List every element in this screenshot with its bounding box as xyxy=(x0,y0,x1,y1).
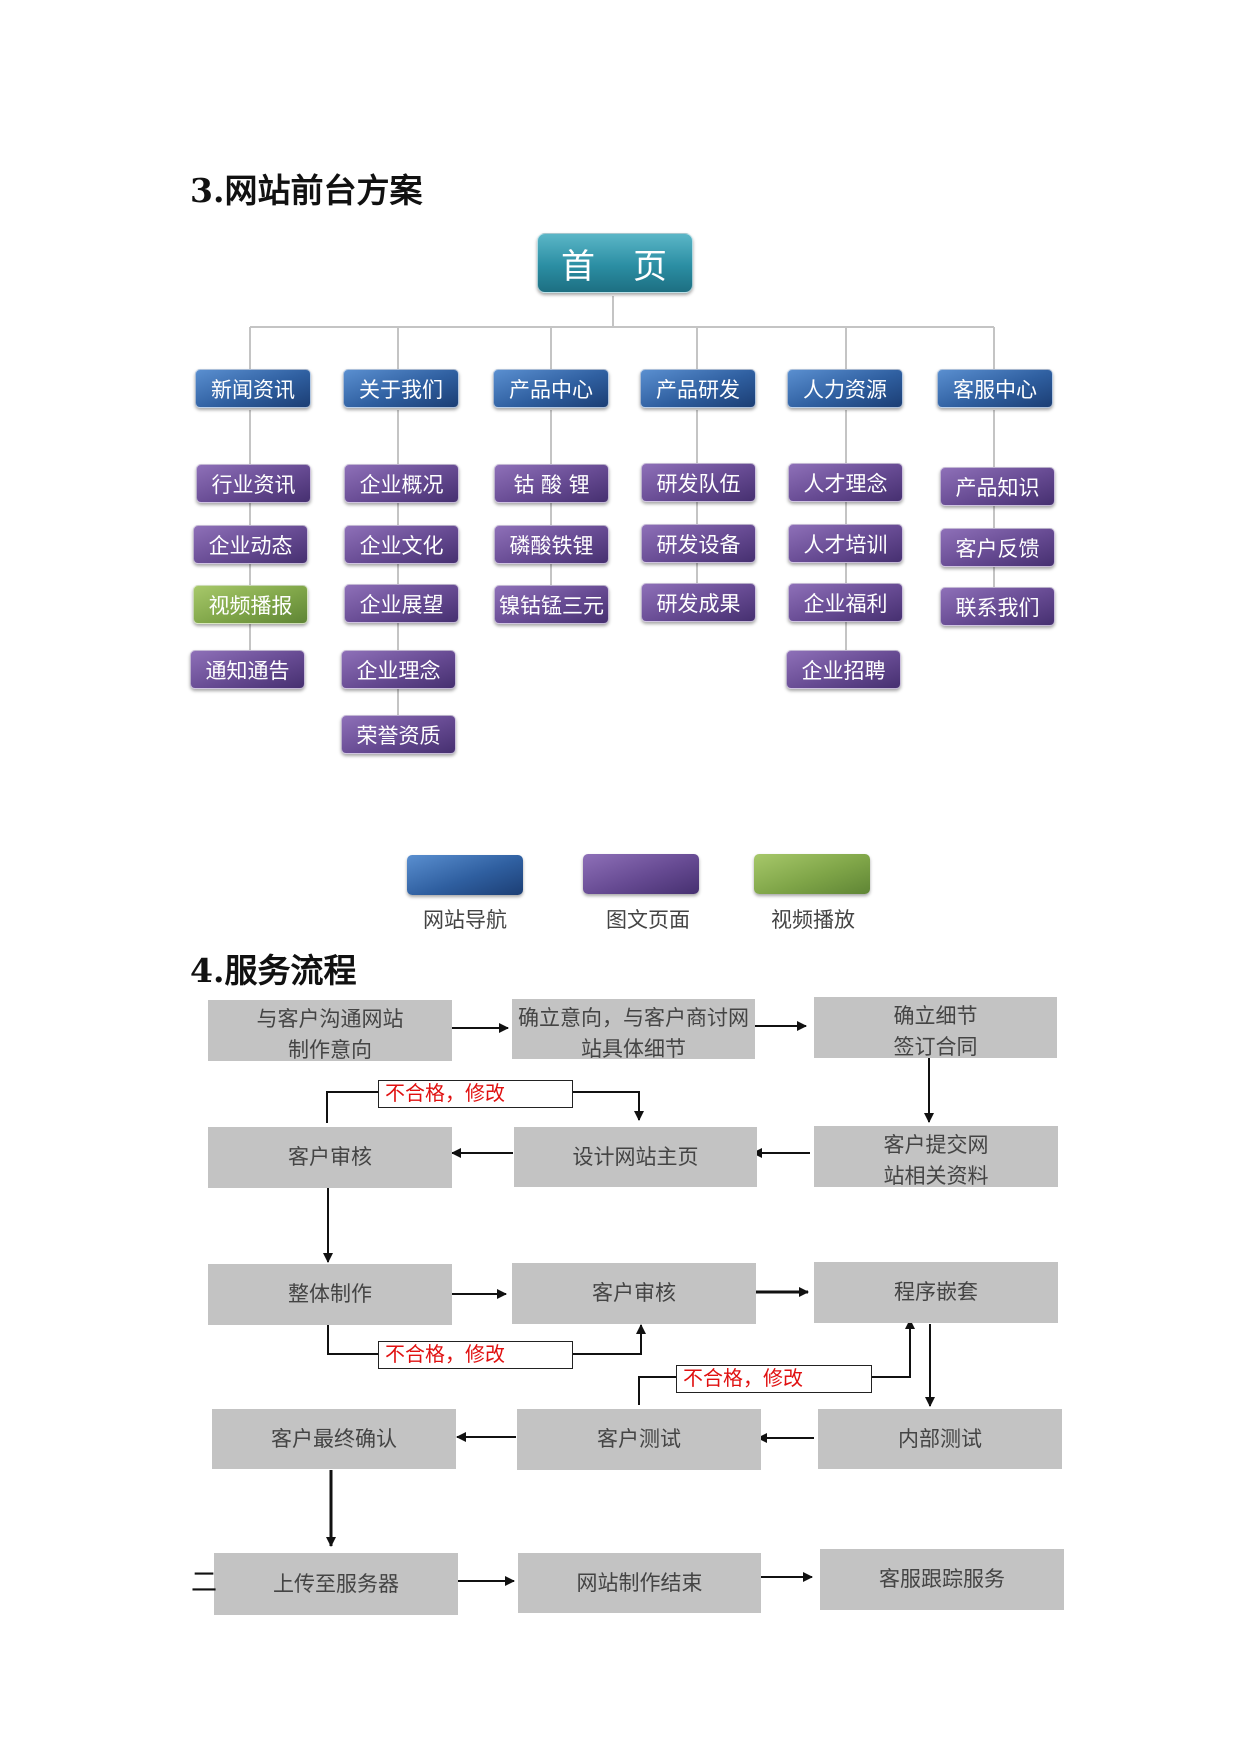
nav-rnd[interactable]: 产品研发 xyxy=(640,369,756,408)
flow-step-followup-service: 客服跟踪服务 xyxy=(820,1549,1064,1610)
flow-step-communicate-line2: 制作意向 xyxy=(288,1038,372,1061)
flow-step-program-embed: 程序嵌套 xyxy=(814,1262,1058,1323)
legend-label-video: 视频播放 xyxy=(771,908,855,932)
nav-news[interactable]: 新闻资讯 xyxy=(195,369,311,408)
flow-step-submit-materials-line2: 站相关资料 xyxy=(883,1164,989,1187)
video-item[interactable]: 视频播报 xyxy=(193,585,308,624)
nav-hr[interactable]: 人力资源 xyxy=(787,369,903,408)
page-item[interactable]: 研发成果 xyxy=(641,583,756,622)
flow-step-contract-line2: 签订合同 xyxy=(893,1035,978,1058)
nav-service[interactable]: 客服中心 xyxy=(937,369,1053,408)
page-item[interactable]: 联系我们 xyxy=(940,587,1055,626)
flow-step-upload-server: 上传至服务器 xyxy=(214,1553,458,1615)
page-item[interactable]: 客户反馈 xyxy=(940,528,1055,567)
page-item[interactable]: 通知通告 xyxy=(190,650,305,689)
page-item[interactable]: 企业福利 xyxy=(788,583,903,622)
page-item[interactable]: 人才理念 xyxy=(788,463,903,502)
flow-step-discuss-line1: 确立意向，与客户商讨网 xyxy=(518,1006,749,1030)
legend-swatch-page xyxy=(583,854,699,894)
page-item[interactable]: 研发设备 xyxy=(641,524,756,563)
stray-mark: 二 xyxy=(191,1568,218,1598)
flow-step-communicate: 与客户沟通网站 制作意向 xyxy=(208,1000,452,1061)
flow-step-client-review-2: 客户审核 xyxy=(512,1263,756,1324)
page-item[interactable]: 荣誉资质 xyxy=(341,715,456,754)
flow-step-submit-materials-line1: 客户提交网 xyxy=(883,1133,989,1157)
flow-arrows xyxy=(323,1021,935,1586)
reject-label: 不合格，修改 xyxy=(378,1341,573,1369)
page-item[interactable]: 钴 酸 锂 xyxy=(494,464,609,503)
flow-step-submit-materials: 客户提交网 站相关资料 xyxy=(814,1126,1058,1187)
home-label-left: 首 xyxy=(561,246,597,287)
page-item[interactable]: 企业理念 xyxy=(341,650,456,689)
page-item[interactable]: 镍钴锰三元 xyxy=(494,585,609,624)
flow-step-discuss: 确立意向，与客户商讨网 站具体细节 xyxy=(512,999,755,1059)
flow-step-client-review-1: 客户审核 xyxy=(208,1127,452,1188)
page-item[interactable]: 产品知识 xyxy=(940,467,1055,506)
flow-step-discuss-line2: 站具体细节 xyxy=(581,1037,686,1059)
nav-products[interactable]: 产品中心 xyxy=(493,369,609,408)
page-item[interactable]: 研发队伍 xyxy=(641,463,756,502)
legend-swatch-nav xyxy=(407,855,523,895)
flow-step-full-build: 整体制作 xyxy=(208,1264,452,1325)
home-node[interactable]: 首页 xyxy=(537,233,693,293)
section-3-title: 3.网站前台方案 xyxy=(190,171,423,210)
reject-label: 不合格，修改 xyxy=(378,1080,573,1108)
page-item[interactable]: 磷酸铁锂 xyxy=(494,525,609,564)
flow-step-contract-line1: 确立细节 xyxy=(893,1004,978,1028)
page-item[interactable]: 企业文化 xyxy=(344,525,459,564)
legend-swatch-video xyxy=(754,854,870,894)
page-item[interactable]: 企业展望 xyxy=(344,584,459,623)
home-label-right: 页 xyxy=(633,246,669,287)
flow-step-design-homepage: 设计网站主页 xyxy=(514,1127,757,1187)
page-item[interactable]: 行业资讯 xyxy=(196,464,311,503)
page-item[interactable]: 企业概况 xyxy=(344,464,459,503)
legend-label-nav: 网站导航 xyxy=(423,908,507,932)
flow-step-internal-test: 内部测试 xyxy=(818,1409,1062,1469)
page-item[interactable]: 企业招聘 xyxy=(786,650,901,689)
flow-step-contract: 确立细节 签订合同 xyxy=(814,997,1057,1058)
flow-step-build-complete: 网站制作结束 xyxy=(518,1553,761,1613)
flow-step-client-test: 客户测试 xyxy=(517,1409,761,1470)
flow-step-communicate-line1: 与客户沟通网站 xyxy=(256,1007,404,1031)
page-item[interactable]: 企业动态 xyxy=(193,525,308,564)
reject-label: 不合格，修改 xyxy=(676,1365,872,1393)
section-4-title: 4.服务流程 xyxy=(190,951,357,990)
nav-about[interactable]: 关于我们 xyxy=(343,369,459,408)
legend-label-page: 图文页面 xyxy=(606,908,690,932)
flow-step-final-confirm: 客户最终确认 xyxy=(212,1409,456,1469)
page-item[interactable]: 人才培训 xyxy=(788,524,903,563)
